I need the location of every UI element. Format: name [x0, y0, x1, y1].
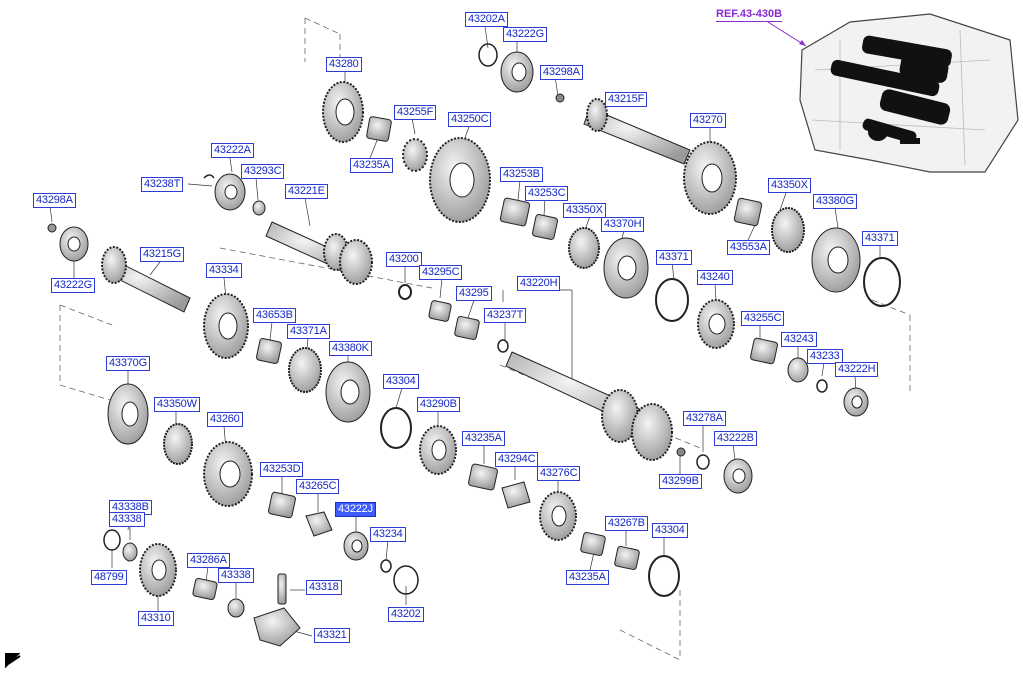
part-label-43240[interactable]: 43240 — [697, 270, 733, 285]
part-label-43253c[interactable]: 43253C — [525, 186, 569, 201]
part-label-43243[interactable]: 43243 — [781, 332, 817, 347]
part-label-43221e[interactable]: 43221E — [285, 184, 328, 199]
part-label-43295[interactable]: 43295 — [456, 286, 492, 301]
part-label-43350x-right[interactable]: 43350X — [768, 178, 811, 193]
part-label-43235a-lower[interactable]: 43235A — [566, 570, 609, 585]
part-label-43222a[interactable]: 43222A — [211, 143, 254, 158]
part-label-43253d[interactable]: 43253D — [260, 462, 304, 477]
part-label-43222g-top[interactable]: 43222G — [503, 27, 547, 42]
part-label-43255c[interactable]: 43255C — [741, 311, 785, 326]
part-label-43270[interactable]: 43270 — [690, 113, 726, 128]
part-label-43290b[interactable]: 43290B — [417, 397, 460, 412]
part-label-43222h[interactable]: 43222H — [835, 362, 879, 377]
part-label-43304-lower[interactable]: 43304 — [652, 523, 688, 538]
part-label-43298a-top[interactable]: 43298A — [540, 65, 583, 80]
part-label-43200[interactable]: 43200 — [386, 252, 422, 267]
part-label-43380k[interactable]: 43380K — [329, 341, 372, 356]
part-label-43233[interactable]: 43233 — [807, 349, 843, 364]
part-label-43299b[interactable]: 43299B — [659, 474, 702, 489]
part-label-43370h[interactable]: 43370H — [601, 217, 645, 232]
part-label-43222b[interactable]: 43222B — [714, 431, 757, 446]
part-label-43235a-mid[interactable]: 43235A — [462, 431, 505, 446]
part-label-43371-right[interactable]: 43371 — [862, 231, 898, 246]
part-label-43253b[interactable]: 43253B — [500, 167, 543, 182]
part-label-43267b[interactable]: 43267B — [605, 516, 648, 531]
part-label-43350x-mid[interactable]: 43350X — [563, 203, 606, 218]
part-label-43338-lower[interactable]: 43338 — [218, 568, 254, 583]
part-label-43280[interactable]: 43280 — [326, 57, 362, 72]
part-label-43265c[interactable]: 43265C — [296, 479, 340, 494]
part-label-43318[interactable]: 43318 — [306, 580, 342, 595]
part-label-48799[interactable]: 48799 — [91, 570, 127, 585]
part-label-43220h[interactable]: 43220H — [517, 276, 561, 291]
part-label-43653b[interactable]: 43653B — [253, 308, 296, 323]
part-label-43222j-selected[interactable]: 43222J — [335, 502, 376, 517]
part-label-43304-mid[interactable]: 43304 — [383, 374, 419, 389]
part-label-43237t[interactable]: 43237T — [484, 308, 527, 323]
part-label-43255f[interactable]: 43255F — [394, 105, 437, 120]
part-label-43553a[interactable]: 43553A — [727, 240, 770, 255]
gear-parts — [47, 43, 901, 647]
part-label-43215f[interactable]: 43215F — [605, 92, 648, 107]
part-label-43286a[interactable]: 43286A — [187, 553, 230, 568]
part-label-43295c[interactable]: 43295C — [419, 265, 463, 280]
part-label-43294c[interactable]: 43294C — [495, 452, 539, 467]
ref-43-430b-link[interactable]: REF.43-430B — [716, 8, 783, 22]
part-label-43250c[interactable]: 43250C — [448, 112, 492, 127]
part-label-43202a[interactable]: 43202A — [465, 12, 508, 27]
part-label-43238t[interactable]: 43238T — [141, 177, 184, 192]
part-label-43260[interactable]: 43260 — [207, 412, 243, 427]
part-label-43222g-left[interactable]: 43222G — [51, 278, 95, 293]
part-label-43334[interactable]: 43334 — [206, 263, 242, 278]
part-label-43215g[interactable]: 43215G — [140, 247, 184, 262]
part-label-43371a[interactable]: 43371A — [287, 324, 330, 339]
part-label-43371-mid[interactable]: 43371 — [656, 250, 692, 265]
part-label-43202[interactable]: 43202 — [388, 607, 424, 622]
part-label-43310[interactable]: 43310 — [138, 611, 174, 626]
part-label-43321[interactable]: 43321 — [314, 628, 350, 643]
part-label-43370g[interactable]: 43370G — [106, 356, 150, 371]
part-label-43278a[interactable]: 43278A — [683, 411, 726, 426]
part-label-43276c[interactable]: 43276C — [537, 466, 581, 481]
part-label-43380g[interactable]: 43380G — [813, 194, 857, 209]
back-arrow-icon[interactable] — [5, 653, 21, 669]
part-label-43338-upper[interactable]: 43338 — [109, 512, 145, 527]
part-label-43234[interactable]: 43234 — [370, 527, 406, 542]
transmission-assembly-image[interactable] — [767, 13, 1019, 173]
part-label-43293c[interactable]: 43293C — [241, 164, 285, 179]
part-label-43235a-upper[interactable]: 43235A — [350, 158, 393, 173]
part-label-43298a-left[interactable]: 43298A — [33, 193, 76, 208]
part-label-43350w[interactable]: 43350W — [154, 397, 200, 412]
